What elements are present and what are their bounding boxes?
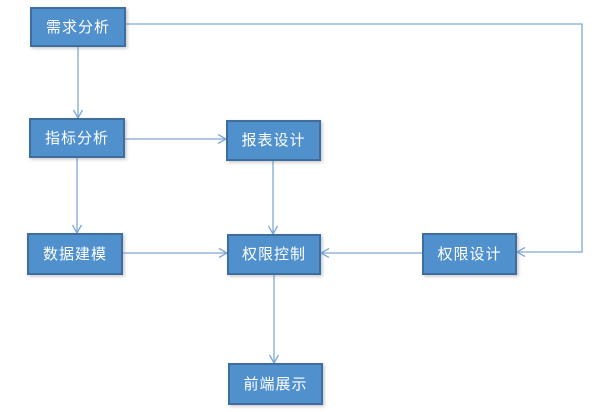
node-label: 权限设计 (437, 245, 502, 263)
node-data-modeling[interactable]: 数据建模 (27, 233, 123, 275)
node-label: 报表设计 (241, 132, 306, 149)
node-indicator-analysis[interactable]: 指标分析 (29, 118, 125, 158)
node-permission-control[interactable]: 权限控制 (227, 234, 321, 275)
node-frontend-display[interactable]: 前端展示 (228, 363, 323, 405)
connector-requirements-analysis-to-permission-design (126, 23, 583, 258)
node-label: 数据建模 (42, 245, 107, 263)
node-label: 指标分析 (44, 129, 109, 147)
node-requirements-analysis[interactable]: 需求分析 (30, 7, 126, 47)
node-label: 权限控制 (241, 246, 306, 263)
node-label: 前端展示 (243, 375, 308, 393)
node-permission-design[interactable]: 权限设计 (422, 233, 517, 275)
node-label: 需求分析 (45, 18, 110, 36)
node-report-design[interactable]: 报表设计 (226, 120, 321, 161)
